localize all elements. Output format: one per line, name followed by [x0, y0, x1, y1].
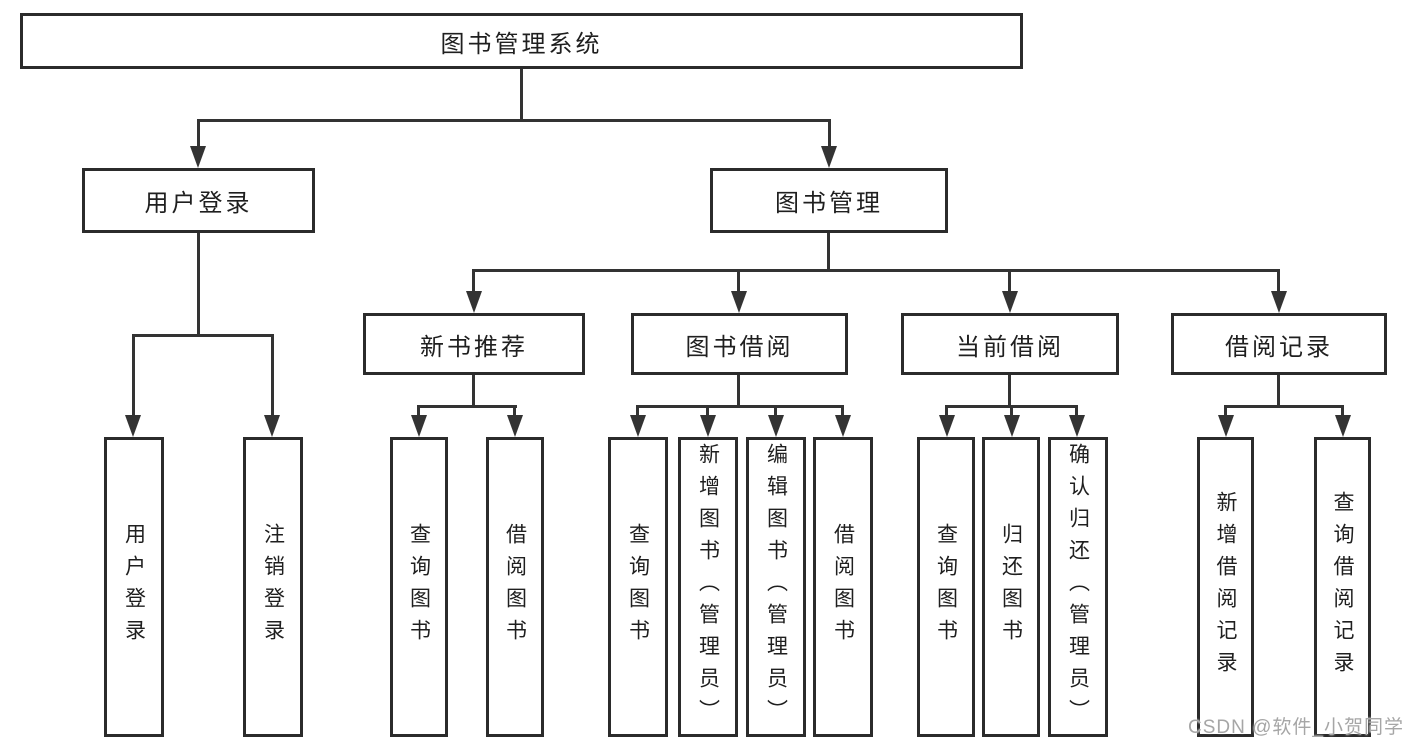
- arrow-down-icon: [1004, 415, 1020, 437]
- connector-root-trunk: [520, 69, 523, 122]
- arrow-down-icon: [1335, 415, 1351, 437]
- leaf-logout: 注销登录: [243, 437, 303, 737]
- connector-new-books-split: [417, 405, 517, 408]
- connector-shaft: [417, 405, 420, 419]
- leaf-label: 新增图书（管理员）: [696, 443, 720, 731]
- connector-shaft: [841, 405, 844, 419]
- leaf-confirm-return-admin: 确认归还（管理员）: [1048, 437, 1108, 737]
- connector-current-borrow-trunk: [1008, 375, 1011, 408]
- arrow-down-icon: [731, 291, 747, 313]
- leaf-label: 借阅图书: [831, 523, 855, 651]
- node-borrow-records: 借阅记录: [1171, 313, 1387, 375]
- leaf-label: 确认归还（管理员）: [1066, 443, 1090, 731]
- arrow-down-icon: [190, 146, 206, 168]
- leaf-label: 归还图书: [999, 523, 1023, 651]
- arrow-down-icon: [466, 291, 482, 313]
- leaf-label: 查询借阅记录: [1331, 491, 1354, 683]
- node-current-borrow: 当前借阅: [901, 313, 1119, 375]
- connector-shaft: [197, 119, 200, 151]
- leaf-label: 借阅图书: [503, 523, 527, 651]
- arrow-down-icon: [939, 415, 955, 437]
- leaf-label: 用户登录: [122, 523, 146, 651]
- connector-shaft: [828, 119, 831, 151]
- arrow-down-icon: [835, 415, 851, 437]
- connector-shaft: [1008, 269, 1011, 295]
- leaf-label: 编辑图书（管理员）: [764, 443, 788, 731]
- connector-book-mgmt-split: [472, 269, 1280, 272]
- leaf-query-books-current: 查询图书: [917, 437, 975, 737]
- node-user-login-label: 用户登录: [144, 190, 253, 217]
- leaf-borrow-books-newbooks: 借阅图书: [486, 437, 544, 737]
- leaf-borrow-books: 借阅图书: [813, 437, 873, 737]
- node-root-label: 图书管理系统: [440, 30, 603, 58]
- connector-shaft: [513, 405, 516, 419]
- node-new-books-label: 新书推荐: [420, 333, 528, 361]
- leaf-query-books-newbooks: 查询图书: [390, 437, 448, 737]
- leaf-label: 查询图书: [626, 523, 650, 651]
- connector-user-login-split: [132, 334, 274, 337]
- leaf-user-login: 用户登录: [104, 437, 164, 737]
- node-current-borrow-label: 当前借阅: [956, 333, 1064, 361]
- arrow-down-icon: [630, 415, 646, 437]
- leaf-label: 新增借阅记录: [1214, 491, 1237, 683]
- arrow-down-icon: [768, 415, 784, 437]
- connector-shaft: [636, 405, 639, 419]
- connector-shaft: [945, 405, 948, 419]
- leaf-add-borrow-record: 新增借阅记录: [1197, 437, 1254, 737]
- node-user-login: 用户登录: [82, 168, 315, 233]
- arrow-down-icon: [1271, 291, 1287, 313]
- connector-shaft: [271, 334, 274, 418]
- arrow-down-icon: [700, 415, 716, 437]
- arrow-down-icon: [411, 415, 427, 437]
- connector-shaft: [737, 269, 740, 295]
- leaf-label: 查询图书: [407, 523, 431, 651]
- connector-borrow-records-split: [1224, 405, 1343, 408]
- connector-book-borrow-trunk: [737, 375, 740, 408]
- leaf-add-books-admin: 新增图书（管理员）: [678, 437, 738, 737]
- connector-user-login-trunk: [197, 233, 200, 337]
- arrow-down-icon: [1002, 291, 1018, 313]
- leaf-query-books-borrow: 查询图书: [608, 437, 668, 737]
- node-book-borrow-label: 图书借阅: [685, 333, 794, 361]
- connector-shaft: [472, 269, 475, 295]
- connector-shaft: [1010, 405, 1013, 419]
- connector-book-borrow-split: [636, 405, 843, 408]
- connector-shaft: [706, 405, 709, 419]
- connector-root-split: [197, 119, 831, 122]
- connector-shaft: [1341, 405, 1344, 419]
- node-borrow-records-label: 借阅记录: [1225, 333, 1333, 361]
- connector-shaft: [774, 405, 777, 419]
- arrow-down-icon: [1069, 415, 1085, 437]
- leaf-query-borrow-record: 查询借阅记录: [1314, 437, 1371, 737]
- connector-borrow-records-trunk: [1277, 375, 1280, 408]
- leaf-edit-books-admin: 编辑图书（管理员）: [746, 437, 806, 737]
- leaf-label: 注销登录: [261, 523, 285, 651]
- connector-shaft: [1075, 405, 1078, 419]
- node-book-mgmt-label: 图书管理: [775, 190, 883, 217]
- node-root: 图书管理系统: [20, 13, 1023, 69]
- arrow-down-icon: [821, 146, 837, 168]
- arrow-down-icon: [1218, 415, 1234, 437]
- connector-book-mgmt-trunk: [827, 233, 830, 272]
- arrow-down-icon: [507, 415, 523, 437]
- leaf-return-books: 归还图书: [982, 437, 1040, 737]
- csdn-watermark: CSDN @软件_小贺同学: [1188, 717, 1404, 738]
- node-book-borrow: 图书借阅: [631, 313, 848, 375]
- node-book-mgmt: 图书管理: [710, 168, 948, 233]
- leaf-label: 查询图书: [934, 523, 958, 651]
- arrow-down-icon: [264, 415, 280, 437]
- connector-new-books-trunk: [472, 375, 475, 408]
- connector-shaft: [1224, 405, 1227, 419]
- node-new-books: 新书推荐: [363, 313, 585, 375]
- arrow-down-icon: [125, 415, 141, 437]
- connector-shaft: [1277, 269, 1280, 295]
- connector-shaft: [132, 334, 135, 418]
